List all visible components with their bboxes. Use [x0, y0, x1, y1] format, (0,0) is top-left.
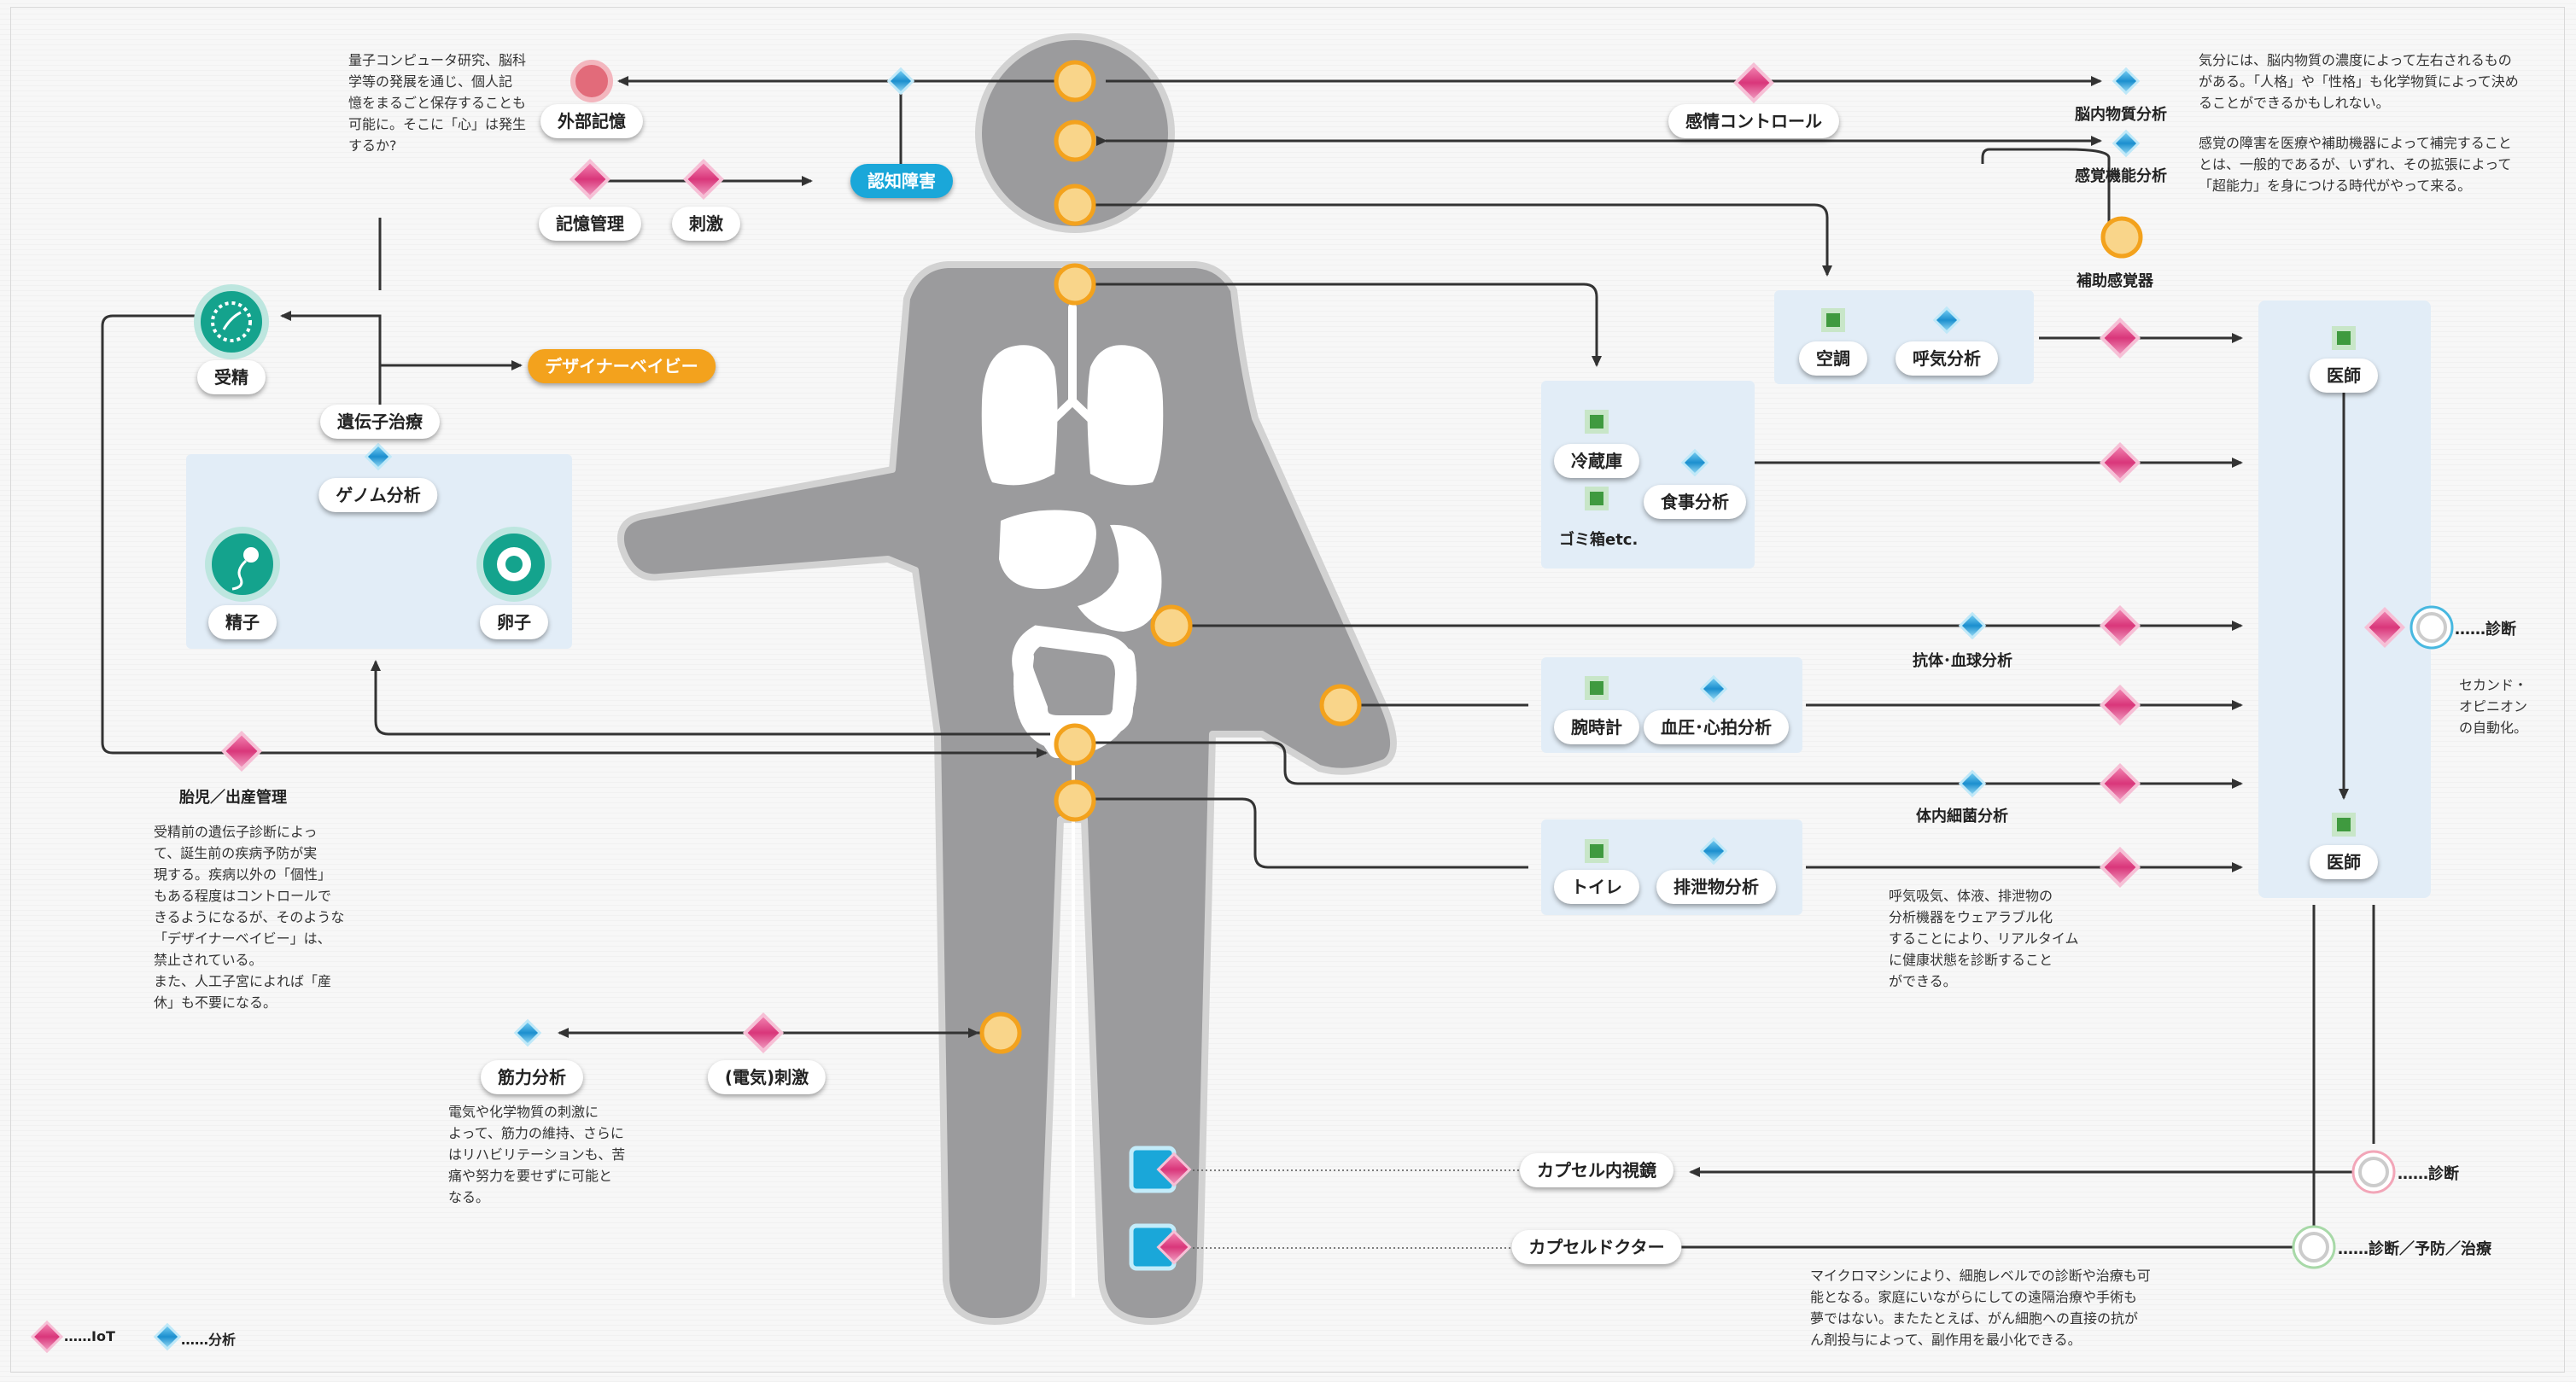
designer-baby-label: デザイナーベイビー	[528, 349, 716, 383]
breath-analysis-label: 呼気分析	[1895, 341, 1998, 376]
iot-diamond-legend	[32, 1322, 61, 1351]
iot-diamond	[1736, 65, 1772, 101]
cognitive-disorder-label: 認知障害	[850, 164, 953, 198]
gene-therapy-label: 遺伝子治療	[320, 405, 440, 439]
external-memory-node	[573, 62, 610, 100]
iot-diamond	[2102, 766, 2138, 802]
iot-diamond	[2102, 687, 2138, 723]
iot-diamond	[686, 161, 721, 197]
emotion-control-label: 感情コントロール	[1668, 104, 1839, 138]
iot-diamond	[2102, 320, 2138, 356]
legend-iot-label: ……IoT	[64, 1328, 115, 1344]
iot-diamond	[224, 733, 260, 769]
sperm-label: 精子	[208, 605, 277, 639]
external-memory-label: 外部記憶	[540, 104, 643, 138]
fertilization-icon	[197, 288, 266, 356]
sperm-icon	[208, 530, 277, 598]
analysis-diamond	[1960, 614, 1984, 638]
sensory-aid-label: 補助感覚器	[2077, 269, 2153, 291]
micro-note: マイクロマシンにより、細胞レベルでの診断や治療も可能となる。家庭にいながらにして…	[1810, 1265, 2151, 1350]
iot-diamond	[572, 161, 608, 197]
toilet-label: トイレ	[1554, 870, 1639, 904]
brain-chem-analysis-label: 脳内物質分析	[2075, 102, 2167, 125]
genetics-note: 受精前の遺伝子診断によって、誕生前の疾病予防が実現する。疾病以外の「個性」もある…	[154, 821, 344, 1013]
neck-node	[1056, 265, 1094, 303]
watch-label: 腕時計	[1554, 710, 1639, 744]
capsule-doctor-label: カプセルドクター	[1511, 1230, 1681, 1264]
brain-node-2	[1056, 122, 1094, 160]
antibody-analysis-label: 抗体･血球分析	[1913, 649, 2012, 671]
sensory-analysis-label: 感覚機能分析	[2075, 164, 2167, 186]
stimulation-label: 刺激	[672, 207, 740, 241]
doctor-bottom-label: 医師	[2310, 845, 2378, 879]
electric-stim-label: (電気)刺激	[708, 1060, 826, 1094]
iot-diamond	[2102, 608, 2138, 644]
meal-analysis-label: 食事分析	[1644, 485, 1746, 519]
iot-diamond	[745, 1015, 781, 1051]
sensory-aid-node	[2103, 219, 2141, 256]
analysis-diamond	[2114, 69, 2138, 93]
lung-right	[1088, 345, 1164, 485]
wearable-note: 呼気吸気、体液、排泄物の分析機器をウェアラブル化することにより、リアルタイムに健…	[1889, 885, 2079, 992]
leg-node	[982, 1014, 1019, 1052]
analysis-diamond	[516, 1021, 540, 1045]
fertilization-label: 受精	[197, 360, 266, 394]
diag-prevent-treat-label: ……診断／予防／治療	[2338, 1237, 2491, 1259]
brain-node-1	[1056, 62, 1094, 100]
gut-node	[1153, 607, 1190, 644]
diagnosis-right-label: ……診断	[2455, 617, 2516, 639]
senses-note: 感覚の障害を医療や補助機器によって補完することとは、一般的であるが、いずれ、その…	[2199, 132, 2512, 196]
excretion-analysis-label: 排泄物分析	[1656, 870, 1776, 904]
memory-note: 量子コンピュータ研究、脳科学等の発展を通じ、個人記憶をまるごと保存することも可能…	[348, 50, 526, 156]
iot-diamond	[2102, 849, 2138, 885]
analysis-diamond	[1960, 772, 1984, 796]
pelvis-node-2	[1056, 782, 1094, 819]
iot-diamond	[2102, 445, 2138, 481]
egg-label: 卵子	[480, 605, 548, 639]
analysis-diamond-legend	[155, 1325, 179, 1349]
refrigerator-label: 冷蔵庫	[1554, 444, 1639, 478]
legend-analysis-label: ……分析	[181, 1328, 236, 1349]
muscle-note: 電気や化学物質の刺激によって、筋力の維持、さらにはリハビリテーションも、苦痛や努…	[448, 1101, 625, 1208]
trash-label: ゴミ箱etc.	[1559, 528, 1638, 550]
muscle-analysis-label: 筋力分析	[481, 1060, 583, 1094]
brain-node-3	[1056, 186, 1094, 224]
capsule-endoscope-label: カプセル内視鏡	[1520, 1153, 1674, 1187]
analysis-diamond	[889, 69, 913, 93]
memory-management-label: 記憶管理	[539, 207, 641, 241]
fetus-birth-label: 胎児／出産管理	[179, 785, 287, 808]
diagnosis-bottom-label: ……診断	[2398, 1162, 2459, 1184]
doctor-top-label: 医師	[2310, 359, 2378, 393]
wrist-node	[1322, 686, 1359, 724]
bacteria-analysis-label: 体内細菌分析	[1916, 804, 2008, 826]
genome-analysis-label: ゲノム分析	[318, 478, 437, 512]
bp-analysis-label: 血圧･心拍分析	[1644, 710, 1789, 744]
pelvis-node-1	[1056, 726, 1094, 763]
capsule-dotted-lines	[1189, 1170, 1520, 1248]
egg-icon	[480, 530, 548, 598]
analysis-diamond	[2114, 131, 2138, 155]
mood-note: 気分には、脳内物質の濃度によって左右されるものがある。「人格」や「性格」も化学物…	[2199, 50, 2519, 114]
second-opinion-note: セカンド・オピニオンの自動化。	[2459, 674, 2527, 738]
air-conditioner-label: 空調	[1799, 341, 1867, 376]
lung-left	[982, 345, 1058, 485]
